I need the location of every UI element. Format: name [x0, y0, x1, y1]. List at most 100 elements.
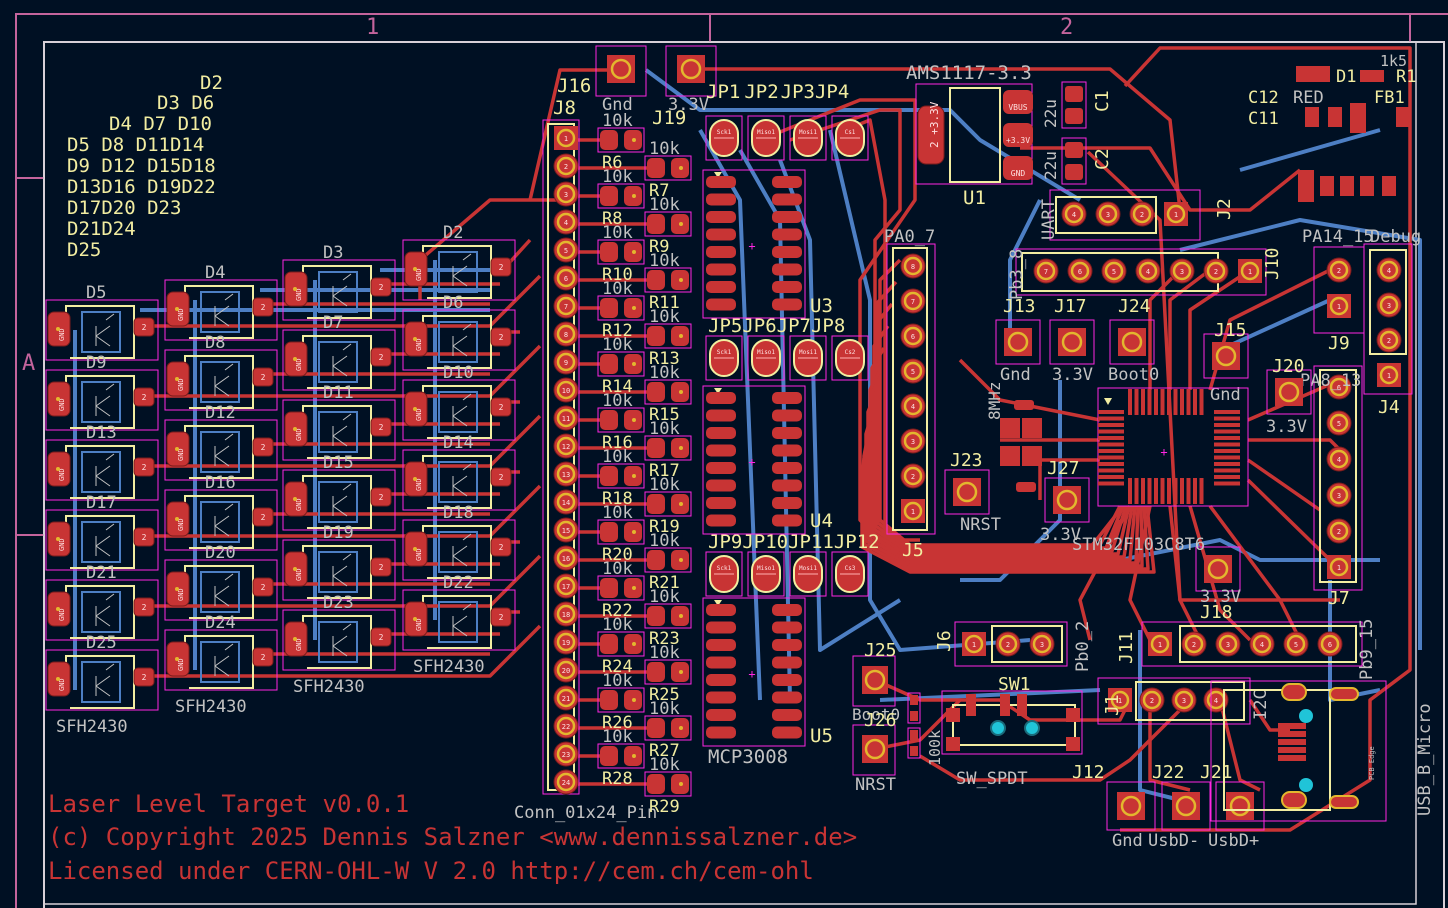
- jumper-jp3[interactable]: Mosi1: [789, 115, 827, 161]
- testpoint-j25[interactable]: [852, 655, 896, 707]
- capacitor-c2[interactable]: [1061, 137, 1087, 185]
- jumper-jp1[interactable]: Sck1: [705, 115, 743, 161]
- svg-text:Sck1: Sck1: [717, 129, 732, 136]
- jumper-jp6[interactable]: Miso1: [747, 335, 785, 381]
- capacitor-c3[interactable]: [907, 727, 921, 759]
- testpoint-j21[interactable]: [1215, 781, 1265, 831]
- testpoint-j22[interactable]: [1161, 781, 1211, 831]
- jumper-jp10[interactable]: Miso1: [747, 551, 785, 597]
- jumper-jp7[interactable]: Mosi1: [789, 335, 827, 381]
- testpoint-j19[interactable]: [665, 45, 717, 97]
- testpoint-j26[interactable]: [852, 724, 896, 776]
- jumper-jp8[interactable]: Cs2: [831, 335, 869, 381]
- jumper-jp4[interactable]: Cs1: [831, 115, 869, 161]
- mcu-stm32[interactable]: +: [1097, 387, 1249, 507]
- testpoint-j12[interactable]: [1106, 781, 1156, 831]
- jumper-jp5[interactable]: Sck1: [705, 335, 743, 381]
- adc-u4[interactable]: +: [702, 385, 806, 535]
- crystal-y1[interactable]: [1000, 400, 1042, 492]
- jumper-jp11[interactable]: Mosi1: [789, 551, 827, 597]
- svg-text:4: 4: [1214, 697, 1218, 705]
- resistor-r4[interactable]: [907, 692, 921, 724]
- jumper-jp9[interactable]: Sck1: [705, 551, 743, 597]
- regulator-u1[interactable]: 2 +3.3V VBUS +3.3V GND: [915, 83, 1033, 185]
- connector-j9[interactable]: 21: [1313, 246, 1365, 334]
- testpoint-j16[interactable]: [595, 45, 647, 97]
- switch-sw1[interactable]: [941, 690, 1083, 755]
- adc-u5[interactable]: +: [702, 597, 806, 747]
- capacitor-c1[interactable]: [1061, 81, 1087, 129]
- jumper-jp12[interactable]: Cs3: [831, 551, 869, 597]
- usb-micro-j3[interactable]: [1210, 680, 1387, 822]
- jumper-jp2[interactable]: Miso1: [747, 115, 785, 161]
- adc-u3[interactable]: +: [702, 169, 806, 319]
